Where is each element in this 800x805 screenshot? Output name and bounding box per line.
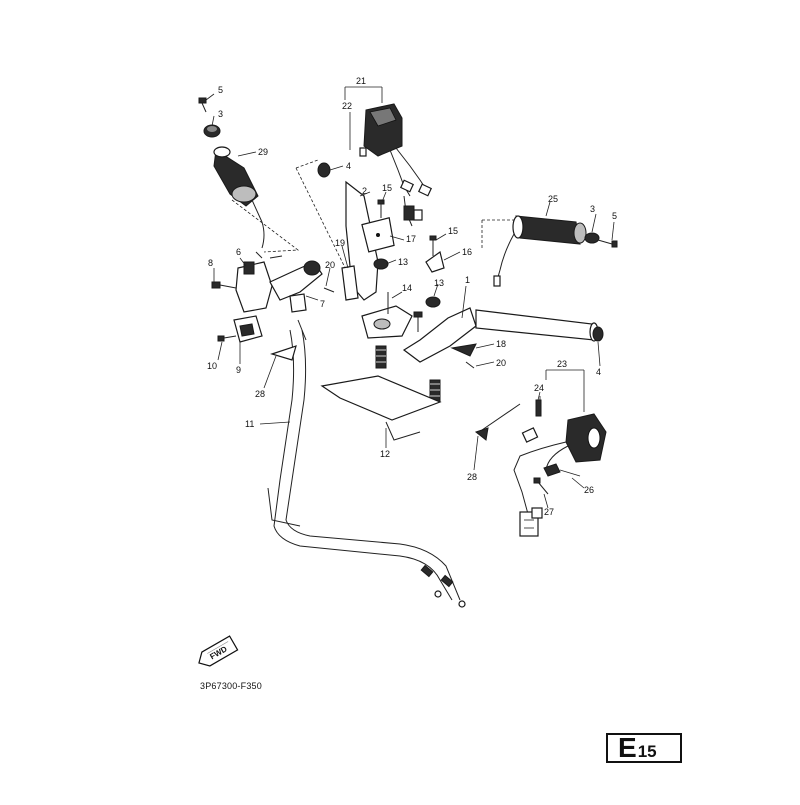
throttle-grip-29 bbox=[213, 146, 265, 249]
callout-23: 23 bbox=[557, 359, 567, 369]
callout-28: 28 bbox=[255, 389, 265, 399]
callout-12: 12 bbox=[380, 449, 390, 459]
callout-20: 20 bbox=[325, 260, 335, 270]
callout-29: 29 bbox=[258, 147, 268, 157]
grip-25 bbox=[515, 215, 581, 245]
callout-25: 25 bbox=[548, 194, 558, 204]
callout-20b: 20 bbox=[496, 358, 506, 368]
callout-18: 18 bbox=[496, 339, 506, 349]
throttle-cable-11 bbox=[267, 319, 466, 608]
bar-end-weight-3-right bbox=[584, 232, 600, 244]
handlebar-switch-21 bbox=[344, 86, 433, 227]
left-grip-assembly bbox=[198, 97, 300, 253]
part-code-label: 3P67300-F350 bbox=[200, 681, 262, 691]
callout-1: 1 bbox=[465, 275, 470, 285]
collar-4-left bbox=[317, 162, 331, 178]
callout-5: 5 bbox=[218, 85, 223, 95]
page-letter: E bbox=[618, 732, 637, 763]
cable-guide-12 bbox=[320, 375, 442, 421]
callout-27: 27 bbox=[544, 507, 554, 517]
handlebar-holder-assembly bbox=[295, 159, 445, 441]
handlebar-1 bbox=[402, 307, 604, 369]
collar-4-right bbox=[592, 326, 604, 342]
callout-2: 2 bbox=[362, 186, 367, 196]
callout-3: 3 bbox=[218, 109, 223, 119]
callout-21: 21 bbox=[356, 76, 366, 86]
callout-15: 15 bbox=[382, 183, 392, 193]
callout-7: 7 bbox=[320, 299, 325, 309]
callout-11: 11 bbox=[245, 419, 254, 429]
callout-17: 17 bbox=[406, 234, 416, 244]
callout-3b: 3 bbox=[590, 204, 595, 214]
callout-6: 6 bbox=[236, 247, 241, 257]
callout-13: 13 bbox=[398, 257, 408, 267]
screw-5-left bbox=[198, 97, 207, 113]
callout-19: 19 bbox=[335, 238, 345, 248]
callout-leaders bbox=[205, 93, 615, 509]
callout-16: 16 bbox=[462, 247, 472, 257]
callout-14: 14 bbox=[402, 283, 412, 293]
page-badge: E 15 bbox=[606, 733, 682, 763]
callout-24: 24 bbox=[534, 383, 544, 393]
callout-5b: 5 bbox=[612, 211, 617, 221]
cable-tie-28 bbox=[474, 403, 521, 441]
callout-26: 26 bbox=[584, 485, 594, 495]
callout-13b: 13 bbox=[434, 278, 444, 288]
callout-labels: 5 3 29 21 22 4 2 15 17 19 13 15 16 13 14… bbox=[207, 76, 617, 517]
right-grip-assembly bbox=[481, 215, 618, 287]
callout-8: 8 bbox=[208, 258, 213, 268]
callout-4b: 4 bbox=[596, 367, 601, 377]
handlebar-switch-23 bbox=[513, 369, 607, 537]
callout-9: 9 bbox=[236, 365, 241, 375]
page-number: 15 bbox=[637, 742, 657, 761]
left-lever-assembly bbox=[211, 251, 335, 343]
callout-4: 4 bbox=[346, 161, 351, 171]
callout-10: 10 bbox=[207, 361, 217, 371]
fwd-arrow-icon: FWD bbox=[198, 635, 239, 667]
callout-28b: 28 bbox=[467, 472, 477, 482]
callout-22: 22 bbox=[342, 101, 352, 111]
callout-15b: 15 bbox=[448, 226, 458, 236]
